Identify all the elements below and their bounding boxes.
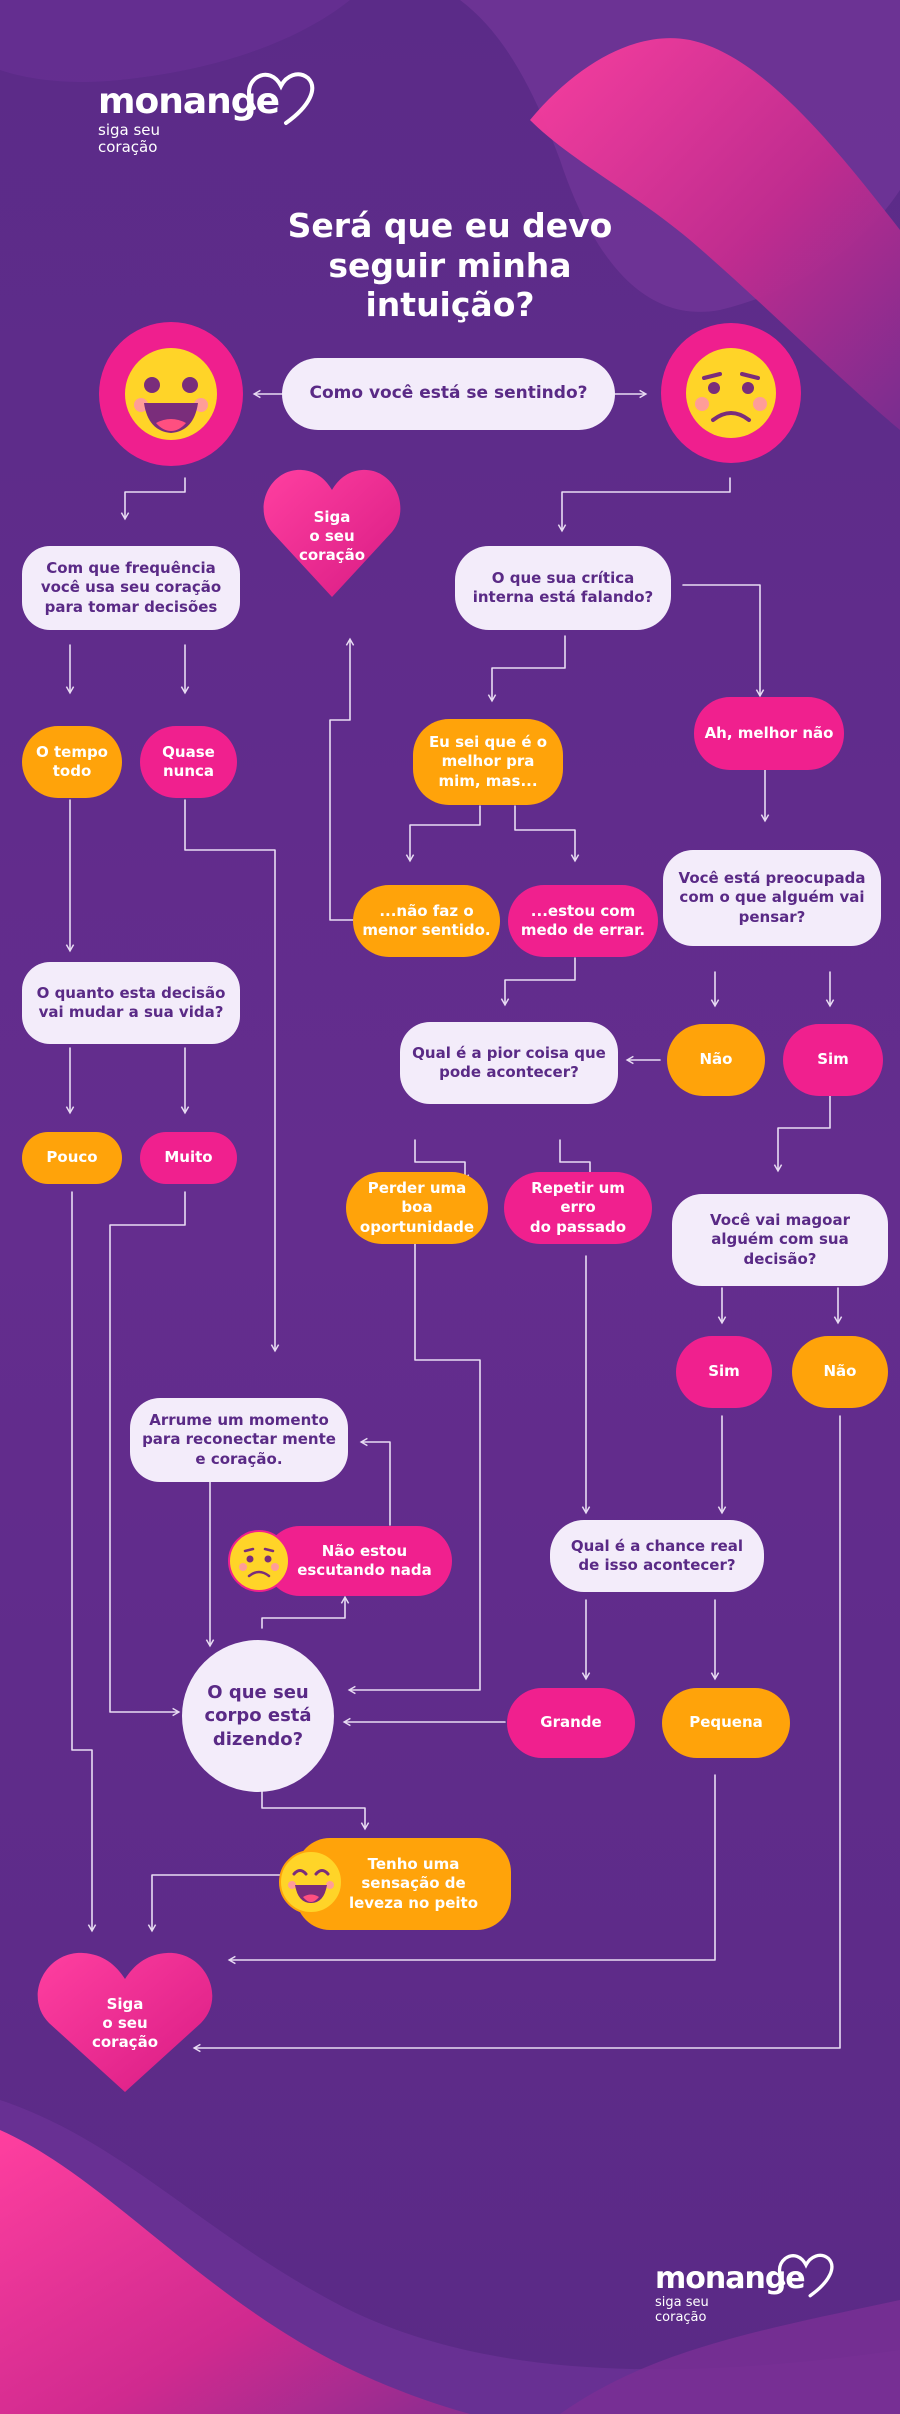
body-question: O que seu corpo está dizendo? [182, 1640, 334, 1792]
follow-heart-label-bottom: Siga o seu coração [91, 1995, 159, 2051]
heart-icon [37, 1952, 213, 2092]
heart-outline-icon [777, 2253, 834, 2298]
lose-opportunity: Perder uma boa oportunidade [346, 1172, 488, 1244]
makes-no-sense: ...não faz o menor sentido. [353, 885, 500, 957]
frequency-question: Com que frequência você usa seu coração … [22, 546, 240, 630]
critic-question: O que sua crítica interna está falando? [455, 546, 671, 630]
reconnect-advice: Arrume um momento para reconectar mente … [130, 1398, 348, 1482]
hurt-question: Você vai magoar alguém com sua decisão? [672, 1194, 888, 1286]
worst-question: Qual é a pior coisa que pode acontecer? [400, 1022, 618, 1104]
answer-all-the-time: O tempo todo [22, 726, 122, 798]
sad-face-icon [661, 323, 801, 463]
brand-tagline: siga seu coração [98, 121, 161, 157]
brand-logo-bottom: monange siga seu coração [655, 2253, 834, 2326]
page-title: Será que eu devo seguir minha intuição? [287, 206, 613, 325]
answer-small: Pequena [662, 1688, 790, 1758]
brand-logo-top: monange siga seu coração [98, 72, 315, 157]
know-best-but: Eu sei que é o melhor pra mim, mas... [413, 719, 563, 805]
repeat-mistake: Repetir um erro do passado [504, 1172, 652, 1244]
happy-face-icon [279, 1850, 343, 1914]
impact-question: O quanto esta decisão vai mudar a sua vi… [22, 962, 240, 1044]
answer-rarely: Quase nunca [140, 726, 237, 798]
sad-face-icon [228, 1530, 290, 1592]
answer-yes-hurt: Sim [676, 1336, 772, 1408]
answer-much: Muito [140, 1132, 237, 1184]
better-not: Ah, melhor não [694, 697, 844, 770]
follow-heart-label-top: Siga o seu coração [298, 508, 366, 564]
answer-no-hurt: Não [792, 1336, 888, 1408]
heart-outline-icon [247, 72, 315, 125]
chance-question: Qual é a chance real de isso acontecer? [550, 1520, 764, 1592]
happy-face-icon [99, 322, 243, 466]
answer-big: Grande [507, 1688, 635, 1758]
brand-tagline: siga seu coração [655, 2295, 709, 2325]
not-listening: Não estou escutando nada [265, 1526, 452, 1596]
start-question: Como você está se sentindo? [282, 358, 615, 430]
worried-question: Você está preocupada com o que alguém va… [663, 850, 881, 946]
afraid-of-mistake: ...estou com medo de errar. [508, 885, 658, 957]
heart-icon [263, 469, 401, 597]
answer-little: Pouco [22, 1132, 122, 1184]
answer-no-worried: Não [667, 1024, 765, 1096]
answer-yes-worried: Sim [783, 1024, 883, 1096]
